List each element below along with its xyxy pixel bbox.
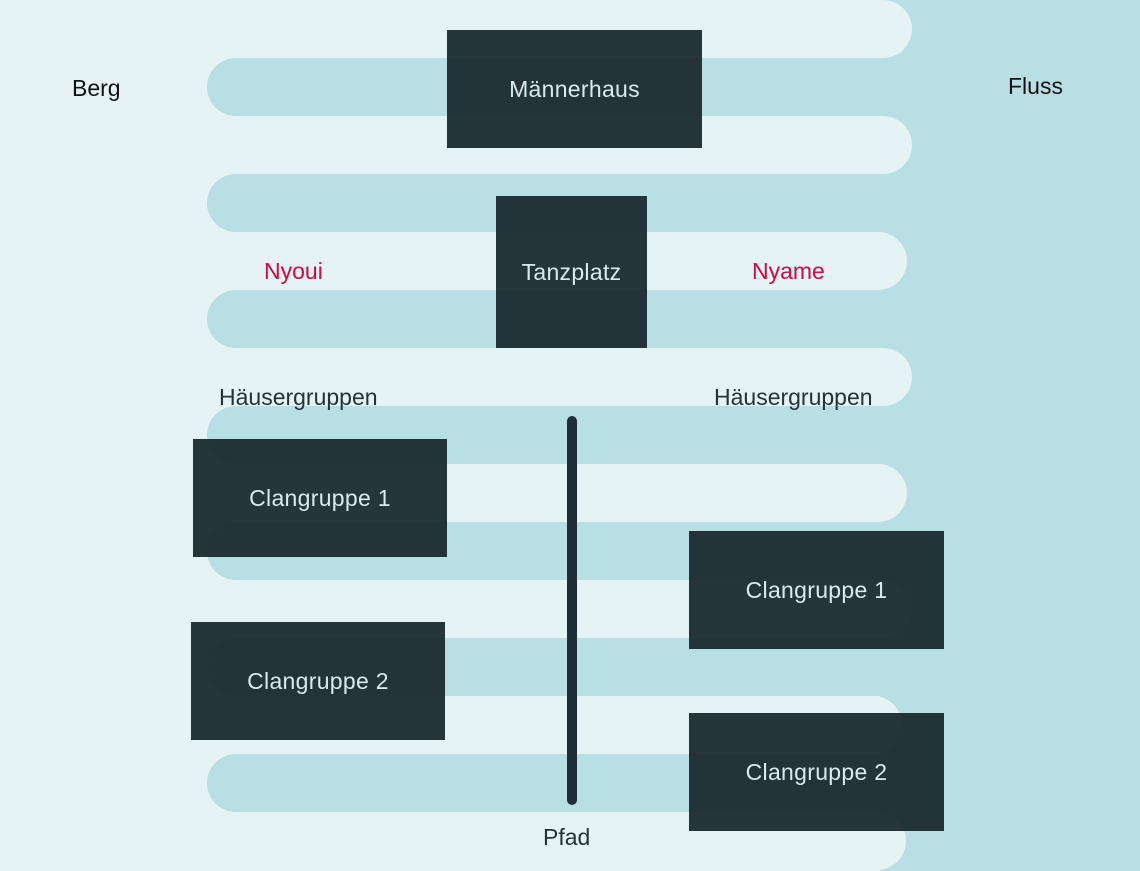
box-right-clangruppe-2: Clangruppe 2 <box>689 713 944 831</box>
label-nyame: Nyame <box>752 258 825 284</box>
box-right-clangruppe-1: Clangruppe 1 <box>689 531 944 649</box>
serpentine-band-light <box>600 348 912 406</box>
box-label: Clangruppe 1 <box>745 576 888 603</box>
label-berg: Berg <box>72 75 121 101</box>
box-left-clangruppe-1: Clangruppe 1 <box>193 439 447 557</box>
box-label: Clangruppe 2 <box>247 667 389 694</box>
box-tanzplatz: Tanzplatz <box>496 196 647 348</box>
serpentine-band-light <box>600 232 907 290</box>
label-haeusergruppen-left: Häusergruppen <box>219 384 378 410</box>
label-pfad: Pfad <box>543 824 591 850</box>
label-fluss: Fluss <box>1008 73 1063 99</box>
label-haeusergruppen-right: Häusergruppen <box>714 384 873 410</box>
box-label: Tanzplatz <box>521 258 622 285</box>
serpentine-band-light <box>600 464 907 522</box>
label-nyoui: Nyoui <box>264 258 323 284</box>
box-label: Männerhaus <box>509 75 640 102</box>
box-maennerhaus: Männerhaus <box>447 30 702 148</box>
box-label: Clangruppe 1 <box>249 484 391 511</box>
box-label: Clangruppe 2 <box>745 758 888 785</box>
box-left-clangruppe-2: Clangruppe 2 <box>191 622 445 740</box>
path-line <box>567 416 577 805</box>
